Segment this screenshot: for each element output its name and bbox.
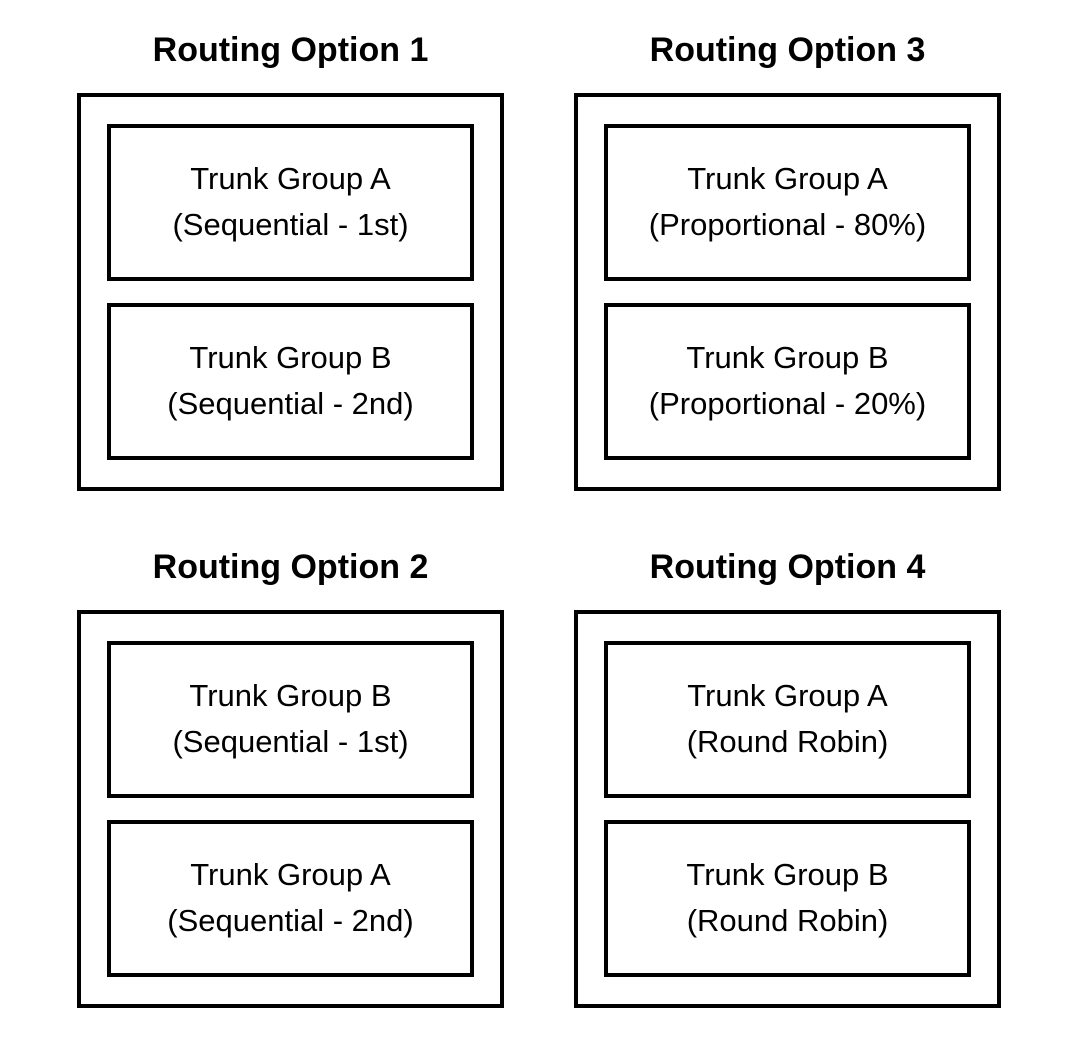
panels-grid: Routing Option 1 Trunk Group A (Sequenti… xyxy=(77,30,1001,1008)
trunk-group-detail: (Sequential - 2nd) xyxy=(167,903,414,939)
trunk-group-box: Trunk Group B (Sequential - 2nd) xyxy=(107,302,474,460)
trunk-group-name: Trunk Group A xyxy=(190,857,391,893)
trunk-group-detail: (Sequential - 2nd) xyxy=(167,386,414,422)
trunk-group-detail: (Proportional - 80%) xyxy=(648,207,927,243)
panel-title: Routing Option 3 xyxy=(649,31,926,69)
trunk-group-box: Trunk Group A (Sequential - 1st) xyxy=(107,123,474,281)
routing-option-3-container: Trunk Group A (Proportional - 80%) Trunk… xyxy=(574,92,1001,491)
panel-routing-option-1: Routing Option 1 Trunk Group A (Sequenti… xyxy=(77,30,504,491)
panel-routing-option-2: Routing Option 2 Trunk Group B (Sequenti… xyxy=(77,547,504,1008)
trunk-group-name: Trunk Group B xyxy=(686,857,889,893)
panel-routing-option-3: Routing Option 3 Trunk Group A (Proporti… xyxy=(574,30,1001,491)
panel-title: Routing Option 2 xyxy=(152,547,429,586)
trunk-group-box: Trunk Group A (Sequential - 2nd) xyxy=(107,819,474,977)
trunk-group-name: Trunk Group B xyxy=(189,678,392,714)
trunk-group-name: Trunk Group B xyxy=(686,340,889,376)
trunk-group-box: Trunk Group A (Round Robin) xyxy=(604,640,971,798)
trunk-group-name: Trunk Group A xyxy=(190,161,391,197)
panel-title: Routing Option 4 xyxy=(649,547,926,586)
panel-routing-option-4: Routing Option 4 Trunk Group A (Round Ro… xyxy=(574,547,1001,1008)
trunk-group-box: Trunk Group A (Proportional - 80%) xyxy=(604,123,971,281)
trunk-group-detail: (Proportional - 20%) xyxy=(648,386,927,422)
routing-option-2-container: Trunk Group B (Sequential - 1st) Trunk G… xyxy=(77,609,504,1008)
trunk-group-detail: (Sequential - 1st) xyxy=(172,724,409,760)
routing-option-4-container: Trunk Group A (Round Robin) Trunk Group … xyxy=(574,609,1001,1008)
trunk-group-box: Trunk Group B (Round Robin) xyxy=(604,819,971,977)
panel-title: Routing Option 1 xyxy=(152,31,429,69)
trunk-group-detail: (Sequential - 1st) xyxy=(172,207,409,243)
trunk-group-box: Trunk Group B (Sequential - 1st) xyxy=(107,640,474,798)
trunk-group-detail: (Round Robin) xyxy=(686,724,889,760)
trunk-group-box: Trunk Group B (Proportional - 20%) xyxy=(604,302,971,460)
routing-option-1-container: Trunk Group A (Sequential - 1st) Trunk G… xyxy=(77,92,504,491)
trunk-group-detail: (Round Robin) xyxy=(686,903,889,939)
trunk-group-name: Trunk Group B xyxy=(189,340,392,376)
trunk-group-name: Trunk Group A xyxy=(687,678,888,714)
trunk-group-name: Trunk Group A xyxy=(687,161,888,197)
